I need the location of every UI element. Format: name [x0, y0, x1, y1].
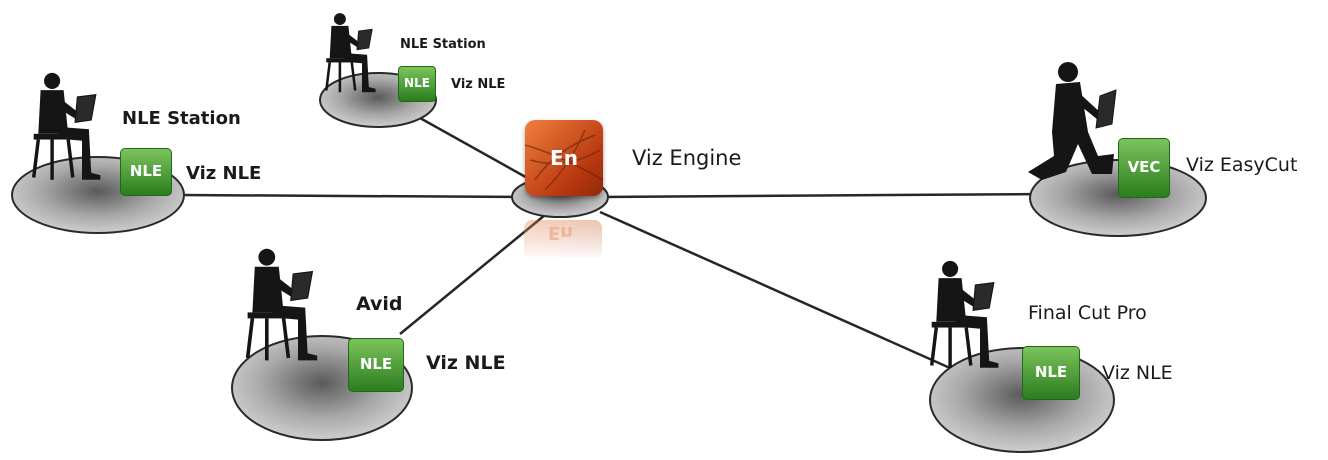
- badge-text-top: NLE: [404, 76, 430, 90]
- badge-text-bottom-right: NLE: [1034, 363, 1068, 381]
- viz-engine-reflection-text: En: [548, 222, 574, 243]
- connection-lines: [179, 116, 1046, 370]
- engine-texture: [524, 129, 604, 191]
- vec-badge-icon[interactable]: VEC: [1118, 138, 1170, 198]
- nle-badge-icon[interactable]: NLE: [398, 66, 436, 102]
- station-label-bottom-right: Final Cut Pro: [1028, 302, 1147, 324]
- badge-text-right: VEC: [1127, 158, 1161, 176]
- viz-engine-icon[interactable]: En: [524, 120, 604, 196]
- nle-badge-icon[interactable]: NLE: [348, 338, 404, 392]
- app-label-bottom-right: Viz NLE: [1102, 362, 1173, 384]
- app-label-top: Viz NLE: [451, 77, 506, 92]
- nle-badge-icon[interactable]: NLE: [1022, 346, 1080, 400]
- person-with-laptop-icon: [1028, 62, 1117, 180]
- badge-text-bottom-left: NLE: [359, 355, 393, 373]
- person-with-laptop-icon: [929, 259, 1001, 370]
- app-label-right: Viz EasyCut: [1186, 154, 1298, 176]
- nle-badge-icon[interactable]: NLE: [120, 148, 172, 196]
- link-right: [599, 192, 1046, 199]
- station-label-top: NLE Station: [400, 37, 486, 52]
- viz-engine-icon-text: En: [550, 146, 578, 170]
- app-label-left: Viz NLE: [186, 163, 262, 184]
- badge-text-left: NLE: [129, 162, 163, 180]
- link-top: [419, 116, 541, 187]
- app-label-bottom-left: Viz NLE: [426, 352, 506, 374]
- viz-engine-reflection: [524, 220, 602, 260]
- station-label-left: NLE Station: [122, 108, 241, 129]
- link-left: [179, 193, 521, 199]
- link-bottom-left: [399, 214, 546, 335]
- hub-title: Viz Engine: [632, 146, 742, 170]
- link-bottom-right: [599, 210, 951, 370]
- station-label-bottom-left: Avid: [356, 293, 403, 315]
